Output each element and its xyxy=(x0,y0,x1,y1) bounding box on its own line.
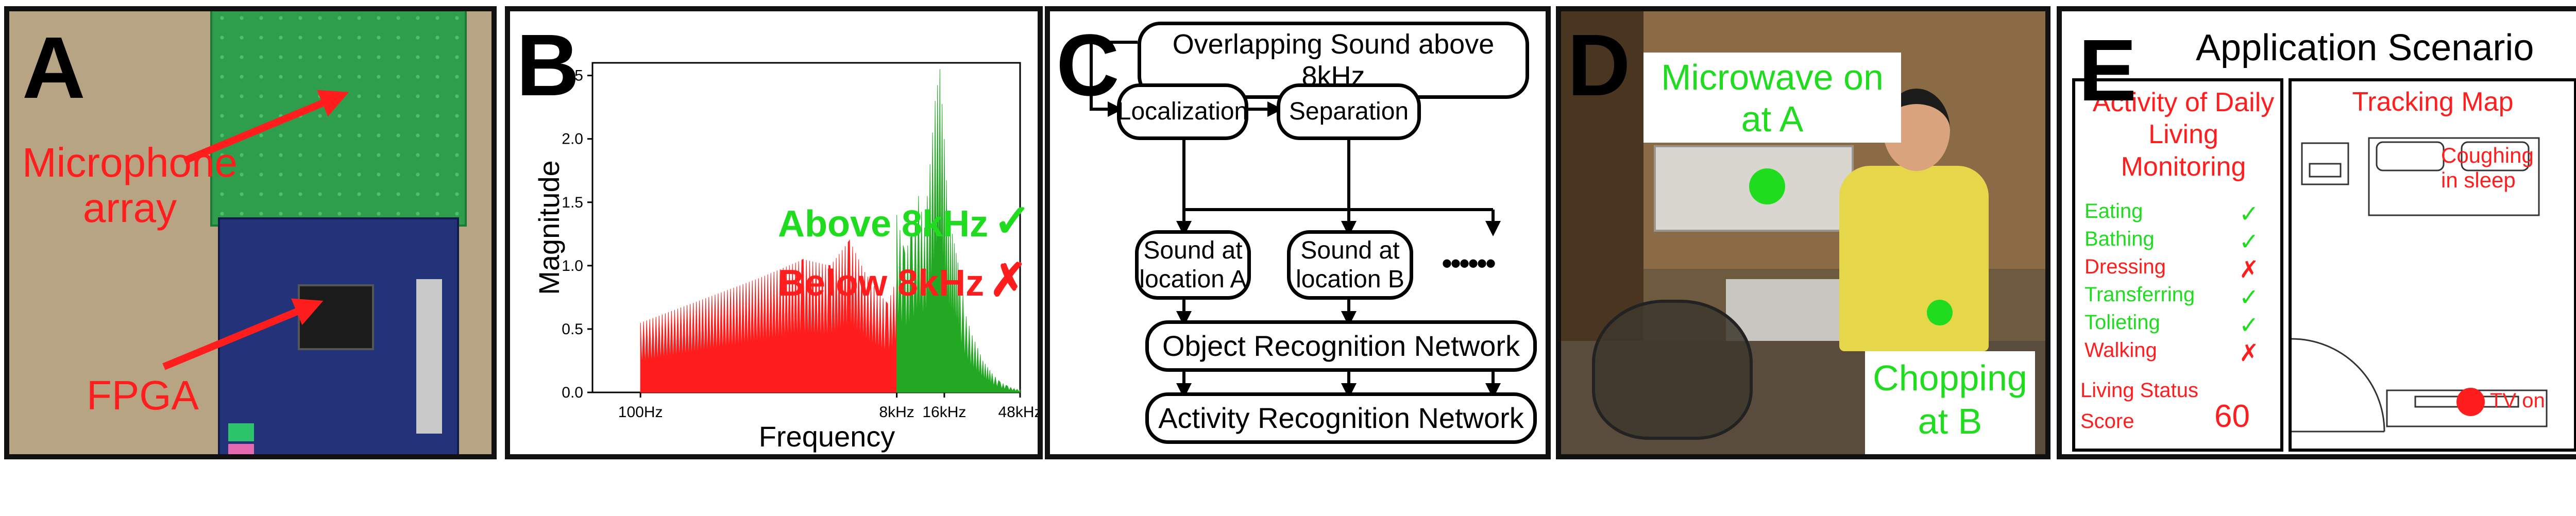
tv-location-dot xyxy=(2456,388,2485,416)
sound-location-b-box: Sound at location B xyxy=(1287,230,1413,300)
activity-name: Walking xyxy=(2084,339,2157,362)
activity-name: Dressing xyxy=(2084,255,2166,278)
separation-box: Separation xyxy=(1277,83,1421,140)
kettle xyxy=(1592,300,1753,440)
microwave-label-box xyxy=(1643,53,1901,143)
fpga-label: FPGA xyxy=(87,372,199,418)
activity-row: Tolieting ✓ xyxy=(2084,311,2275,338)
object-recognition-network-box: Object Recognition Network xyxy=(1145,320,1537,372)
microwave-on-label: Microwave on at A xyxy=(1661,57,1884,139)
above-8khz-text: Above 8kHz xyxy=(778,203,989,245)
panel-letter-b: B xyxy=(516,16,580,114)
panel-letter-a: A xyxy=(22,19,86,117)
x-axis-label: Frequency xyxy=(759,420,895,453)
cross-icon: ✗ xyxy=(989,254,1027,305)
panel-e: E Application Scenario Activity of Daily… xyxy=(2057,6,2576,459)
application-scenario-title: Application Scenario xyxy=(2196,27,2534,68)
activity-row: Bathing ✓ xyxy=(2084,228,2275,255)
flow-arrows xyxy=(1090,41,1501,399)
adl-title: Activity of Daily Living Monitoring xyxy=(2092,88,2275,182)
x-tick-label: 16kHz xyxy=(922,404,966,421)
sound-location-a-box: Sound at location A xyxy=(1135,230,1251,300)
more-sounds-dots: •••••• xyxy=(1442,246,1496,281)
activity-name: Tolieting xyxy=(2084,311,2160,334)
adl-monitoring-box: Activity of Daily Living Monitoring Eati… xyxy=(2072,78,2283,452)
y-tick-label: 2.0 xyxy=(562,131,583,148)
microphone-array-board xyxy=(210,11,467,227)
person-shirt xyxy=(1839,166,1989,351)
x-tick-label: 48kHz xyxy=(998,404,1038,421)
y-tick-label: 0.0 xyxy=(562,384,583,401)
board-connector-pink xyxy=(228,444,254,454)
board-connector-strip xyxy=(416,279,442,434)
cross-icon: ✗ xyxy=(2239,339,2259,366)
nightstand-drawer xyxy=(2309,163,2342,178)
tracking-map-title: Tracking Map xyxy=(2352,87,2514,117)
y-tick-label: 1.5 xyxy=(562,194,583,211)
above-8khz-label: Above 8kHz✓ xyxy=(778,194,1031,247)
activity-row: Walking ✗ xyxy=(2084,339,2275,366)
y-tick-label: 2.5 xyxy=(562,67,583,84)
y-tick-label: 1.0 xyxy=(562,257,583,274)
check-icon: ✓ xyxy=(2239,228,2259,255)
board-connector-green xyxy=(228,423,254,441)
chopping-label-box xyxy=(1865,351,2035,454)
activity-name: Eating xyxy=(2084,200,2143,222)
x-tick-label: 100Hz xyxy=(618,404,663,421)
panel-d: D Microwave on at A Chopping at B xyxy=(1556,6,2050,459)
panel-a-arrows xyxy=(162,90,349,370)
chopping-at-b-label: Chopping at B xyxy=(1873,358,2027,441)
panel-c: C Overlapping Sound above 8kHz Localizat… xyxy=(1045,6,1551,459)
check-icon: ✓ xyxy=(2239,284,2259,311)
below-8khz-label: Below 8kHz✗ xyxy=(778,253,1027,306)
arrow-to-microphone-array xyxy=(183,90,349,164)
cross-icon: ✗ xyxy=(2239,256,2259,283)
coughing-label: Coughing in sleep xyxy=(2441,143,2534,193)
series-above-8khz xyxy=(896,69,1021,393)
pillow-1 xyxy=(2376,141,2445,171)
tv-on-label: TV on xyxy=(2490,389,2545,412)
activity-recognition-network-box: Activity Recognition Network xyxy=(1145,392,1537,444)
activity-row: Transferring ✓ xyxy=(2084,283,2275,311)
below-8khz-text: Below 8kHz xyxy=(778,263,985,304)
panel-letter-d: D xyxy=(1567,16,1631,114)
activity-row: Eating ✓ xyxy=(2084,200,2275,227)
activity-row: Dressing ✗ xyxy=(2084,255,2275,283)
pillow-2 xyxy=(2461,141,2530,171)
series-below-8khz xyxy=(640,239,897,393)
activity-name: Bathing xyxy=(2084,228,2155,250)
panel-letter-e: E xyxy=(2078,22,2137,119)
location-a-dot xyxy=(1749,168,1785,204)
door-swing xyxy=(2292,338,2385,432)
living-status-score-value: 60 xyxy=(2214,399,2250,434)
panel-letter-c: C xyxy=(1056,16,1120,114)
arrow-to-fpga xyxy=(162,298,324,370)
location-b-dot xyxy=(1927,300,1953,325)
check-icon: ✓ xyxy=(2239,312,2259,338)
localization-box: Localization xyxy=(1117,83,1248,140)
x-tick-label: 8kHz xyxy=(879,404,914,421)
bed xyxy=(2368,137,2540,216)
panel-a: A Microphone array FPGA xyxy=(4,6,497,459)
nightstand xyxy=(2301,142,2349,185)
check-icon: ✓ xyxy=(993,195,1031,246)
panel-b: B 0.0 0.5 1.0 1.5 2.0 2.5 100Hz 8kHz 16kHz 48kHzF… xyxy=(505,6,1043,459)
y-tick-label: 0.5 xyxy=(562,321,583,338)
tracking-map-box: Tracking Map Coughing in sleep TV on xyxy=(2289,78,2576,452)
check-icon: ✓ xyxy=(2239,200,2259,227)
living-status-score-label: Living Status Score xyxy=(2080,379,2199,433)
arrow-top-to-localization xyxy=(1090,41,1138,117)
activity-name: Transferring xyxy=(2084,283,2195,306)
y-axis-label: Magnitude xyxy=(533,160,565,295)
spectrum-chart: 0.0 0.5 1.0 1.5 2.0 2.5 100Hz 8kHz 16kHz 48kHzFre… xyxy=(533,62,1038,453)
microphone-array-label: Microphone array xyxy=(22,140,238,231)
